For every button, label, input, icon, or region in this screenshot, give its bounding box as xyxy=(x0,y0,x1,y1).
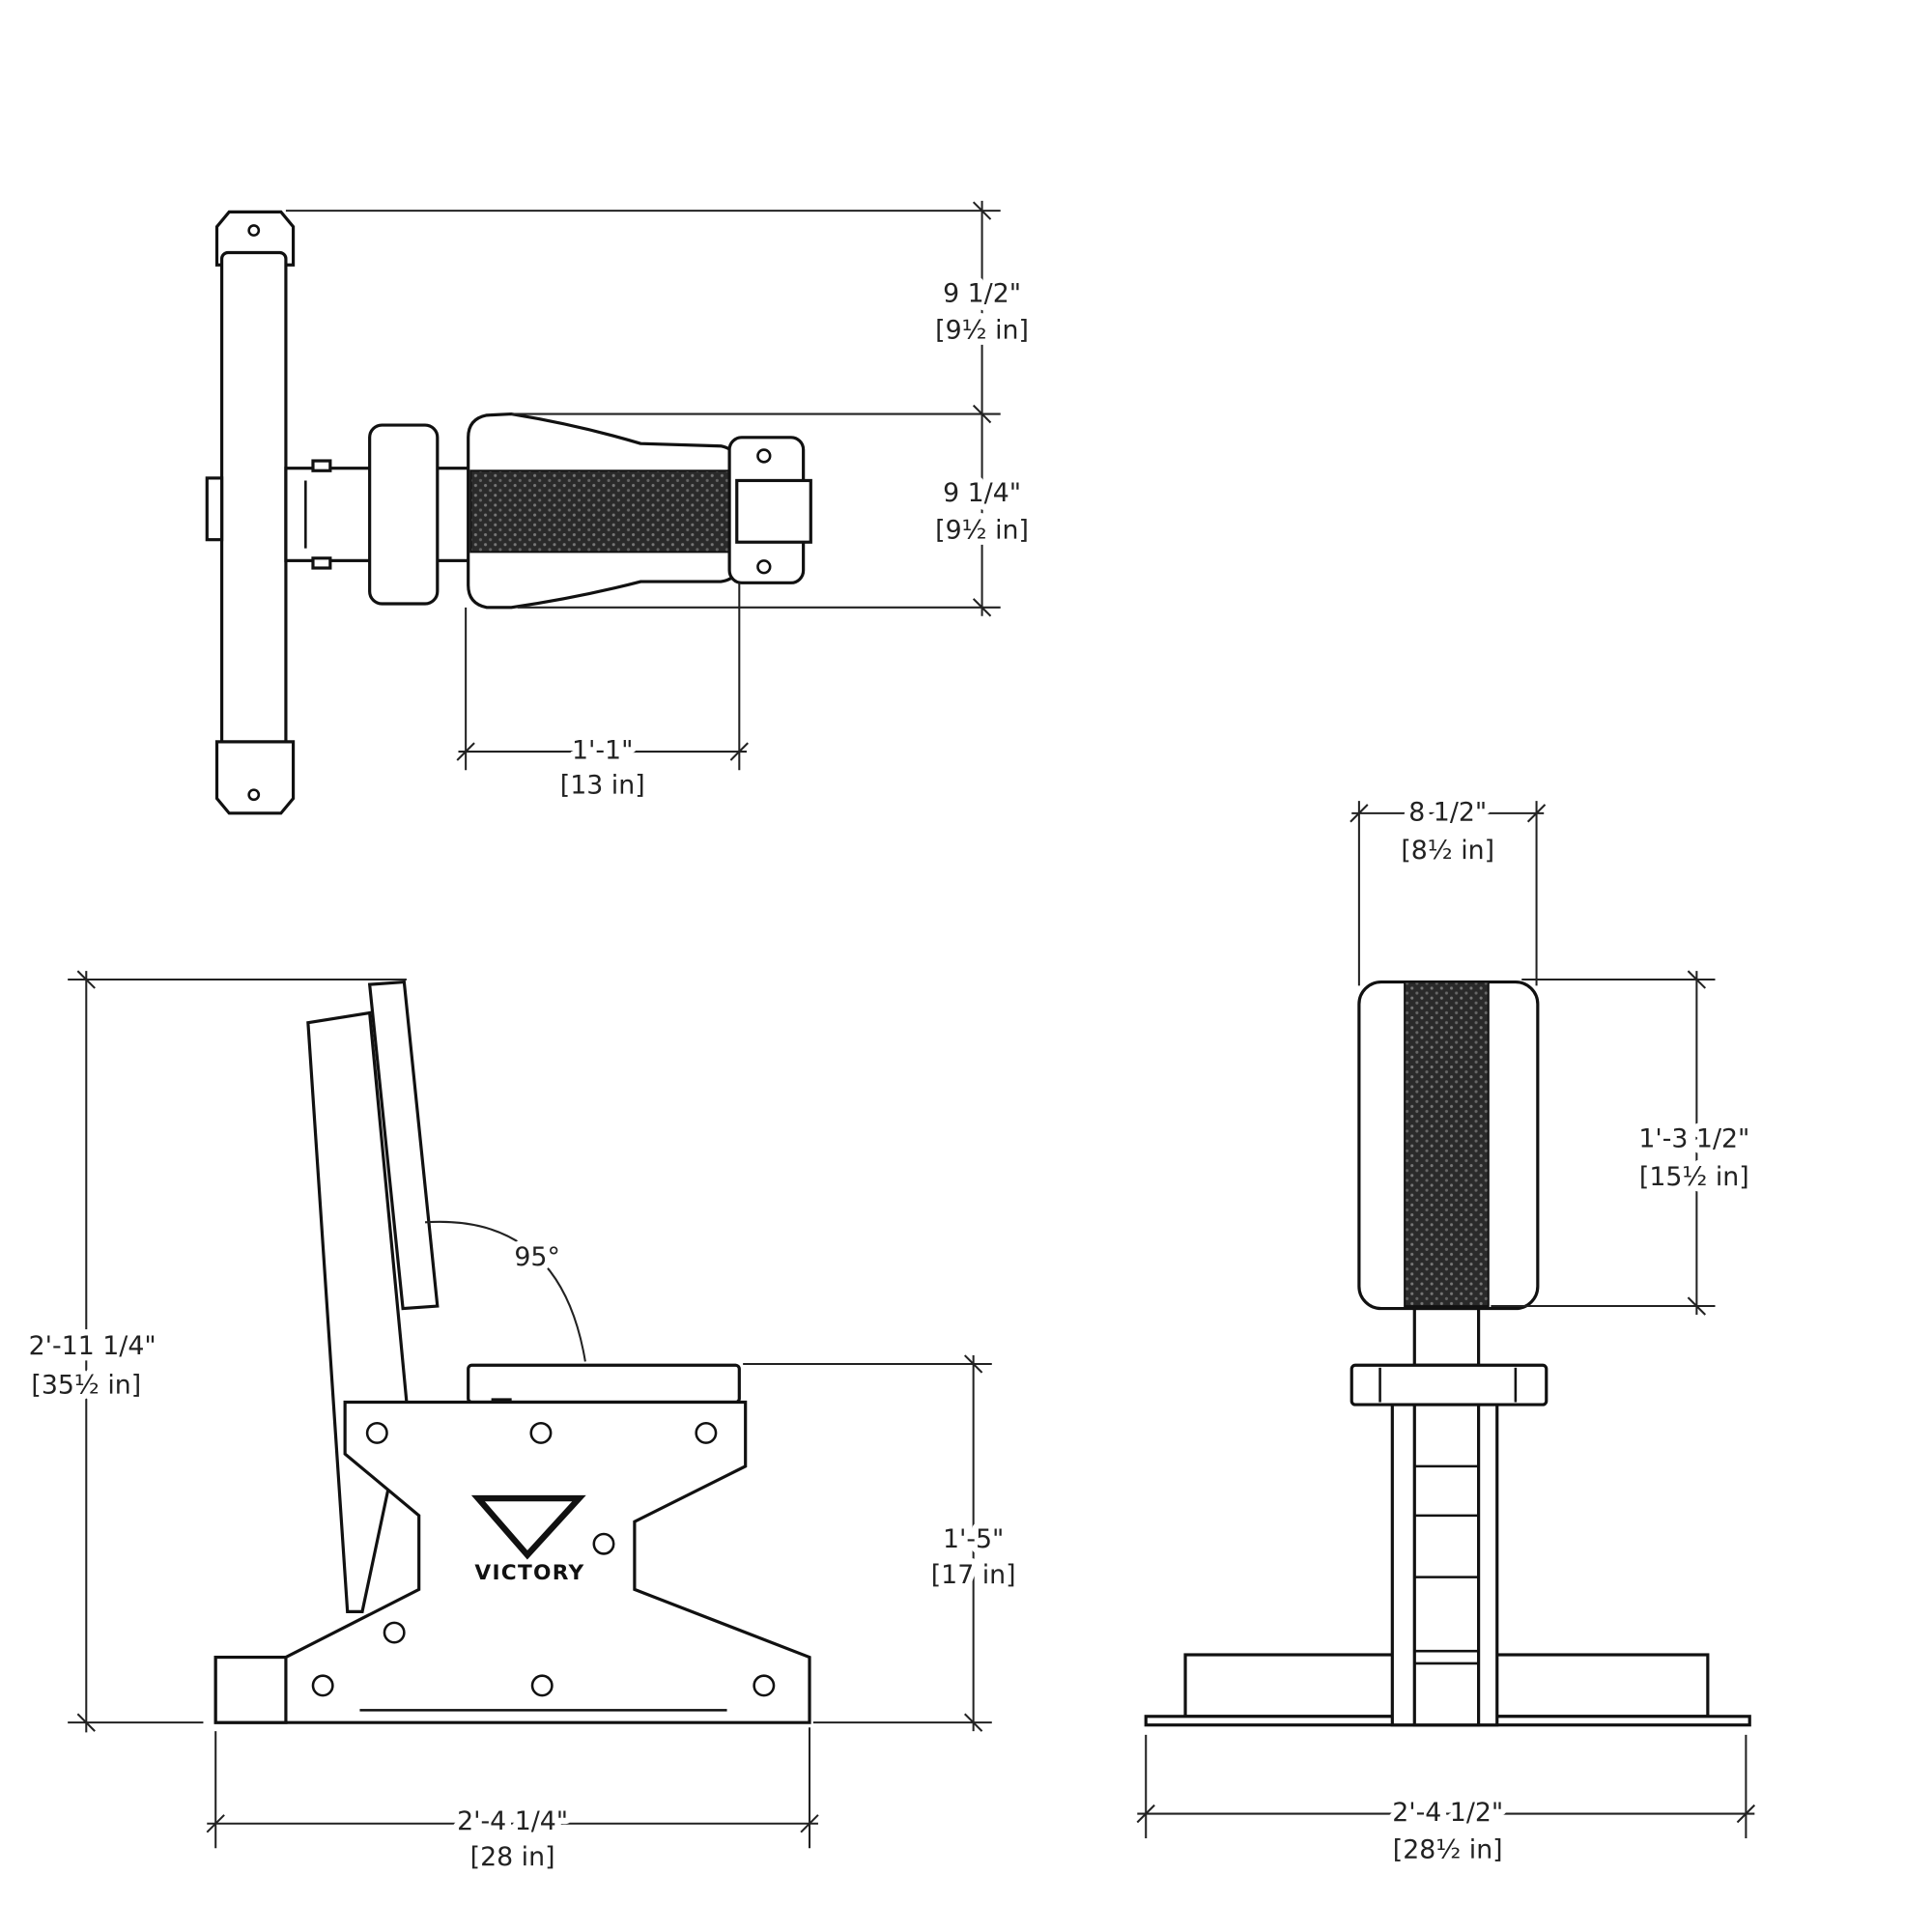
backrest-pad xyxy=(367,980,440,1311)
dim-seat-height-imperial: 1'-5" xyxy=(943,1524,1004,1554)
seat-grip-texture xyxy=(469,469,737,554)
dim-base-width-imperial: 2'-4 1/2" xyxy=(1392,1798,1503,1828)
front-foot xyxy=(213,1655,288,1724)
back-pad-texture xyxy=(1404,980,1490,1307)
foot-bracket xyxy=(205,476,224,542)
dim-length-imperial: 2'-4 1/4" xyxy=(457,1806,568,1836)
dim-overall-height-inches: [35½ in] xyxy=(31,1371,141,1401)
dim-overall-height-imperial: 2'-11 1/4" xyxy=(29,1331,156,1361)
dim-seat-width-imperial: 9 1/4" xyxy=(943,478,1021,508)
dim-length-inches: [28 in] xyxy=(470,1842,555,1872)
backrest-angle-label: 95° xyxy=(514,1242,559,1272)
top-view: 9 1/2" [9½ in] 9 1/4" [9½ in] 1'-1" [13 … xyxy=(205,200,1035,815)
bolt-hole-icon xyxy=(247,224,261,237)
dim-pad-height-imperial: 1'-3 1/2" xyxy=(1638,1124,1749,1154)
dim-base-width-inches: [28½ in] xyxy=(1393,1834,1503,1864)
seat-post-plate xyxy=(368,423,440,606)
main-frame-plate xyxy=(213,1400,811,1724)
dim-top-segment-inches: [9½ in] xyxy=(935,316,1029,346)
dim-pad-width-imperial: 8 1/2" xyxy=(1408,797,1487,827)
dim-pad-width-inches: [8½ in] xyxy=(1401,836,1494,866)
side-view: VICTORY 95° 2'-11 1/4" [35½ in] 1'-5" [1… xyxy=(22,970,1022,1878)
victory-logo: VICTORY xyxy=(470,1494,586,1585)
angle-arc xyxy=(424,1220,586,1362)
dim-top-segment-imperial: 9 1/2" xyxy=(943,279,1021,309)
dim-seat-width-inches: [9½ in] xyxy=(935,515,1029,545)
dim-seat-length-inches: [13 in] xyxy=(560,770,645,800)
dim-pad-height-inches: [15½ in] xyxy=(1639,1162,1749,1192)
bolt-hole-icon xyxy=(247,788,261,802)
dim-seat-height-inches: [17 in] xyxy=(931,1560,1016,1590)
foot-bottom-plate xyxy=(214,740,296,815)
foot-tube xyxy=(219,250,288,753)
front-view: 8 1/2" [8½ in] 1'-3 1/2" [15½ in] 2'-4 1… xyxy=(1136,791,1756,1871)
seat-pad-side xyxy=(467,1363,741,1405)
dim-seat-length-imperial: 1'-1" xyxy=(572,736,633,766)
logo-text: VICTORY xyxy=(474,1561,584,1585)
bolt-holes xyxy=(311,1421,776,1697)
